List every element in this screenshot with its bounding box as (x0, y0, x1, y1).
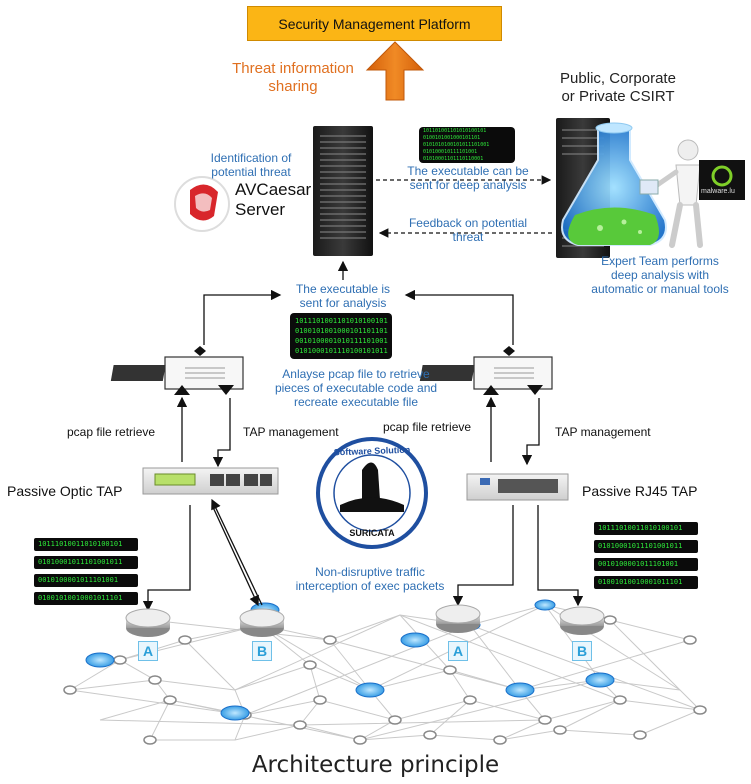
feedback-line1: Feedback on potential (408, 216, 528, 230)
non-disruptive-label: Non-disruptive traffic interception of e… (290, 565, 450, 593)
passive-optic-tap-label: Passive Optic TAP (7, 483, 123, 499)
binary-left-line: 10111010011010100101 (34, 538, 138, 551)
avcaesar-logo-icon (174, 176, 230, 232)
server-label: AVCaesar Server (235, 180, 311, 220)
malware-logo-text: malware.lu (701, 188, 735, 195)
server-line2: Server (235, 200, 286, 219)
sent-line1: The executable is (295, 282, 391, 296)
suricata-logo-icon (316, 437, 428, 549)
right-feed-line (404, 289, 514, 345)
threat-sharing-arrow (365, 41, 425, 101)
non-disruptive-line1: Non-disruptive traffic (315, 565, 425, 579)
security-management-platform-box: Security Management Platform (247, 6, 502, 41)
binary-center-line: 1011101001101010100101 (295, 317, 388, 325)
anlayse-line2: pieces of executable code and (274, 381, 438, 395)
left-pcap-label: pcap file retrieve (67, 425, 156, 439)
anlayse-label: Anlayse pcap file to retrieve pieces of … (262, 367, 450, 409)
threat-sharing-line2: sharing (268, 78, 318, 95)
binary-left-line: 01001010010001011101 (34, 592, 138, 605)
non-disruptive-line2: interception of exec packets (295, 579, 445, 593)
deep-analysis-line2: sent for deep analysis (409, 178, 527, 192)
anlayse-line1: Anlayse pcap file to retrieve (282, 367, 430, 381)
binary-top-line: 0101010100101011101001 (423, 142, 490, 148)
anlayse-line3: recreate executable file (293, 395, 419, 409)
right-pcap-label: pcap file retrieve (383, 420, 472, 434)
binary-right-line: 10111010011010100101 (594, 522, 698, 535)
binary-top-line: 010100010111101001 (423, 149, 478, 155)
router-label-b-right: B (572, 641, 592, 661)
left-feed-line (203, 289, 282, 345)
binary-left-line: 0010100001011101001 (34, 574, 138, 587)
binary-center-line: 0101000101110100101011 (295, 347, 388, 355)
binary-right-line: 01001010010001011101 (594, 576, 698, 589)
csirt-label: Public, Corporate or Private CSIRT (543, 70, 693, 106)
right-probe-device (419, 346, 553, 395)
feedback-line2: threat (452, 230, 484, 244)
identification-label: Identification of potential threat (198, 151, 304, 179)
router-label-b-left: B (252, 641, 272, 661)
passive-optic-tap-device (142, 467, 279, 495)
sent-for-analysis-label: The executable is sent for analysis (283, 282, 403, 310)
passive-rj45-tap-device (466, 473, 569, 501)
left-probe-device (110, 346, 244, 395)
feedback-label: Feedback on potential threat (392, 216, 544, 244)
binary-right-line: 01010001011101001011 (594, 540, 698, 553)
binary-center-line: 0100101001000101101101 (295, 327, 388, 335)
csirt-lab-icon (556, 118, 667, 258)
analyst-figure-icon (639, 139, 703, 248)
expert-line2: deep analysis with (610, 268, 710, 282)
binary-block-right: 10111010011010100101 0101000101110100101… (594, 522, 698, 589)
deep-analysis-line1: The executable can be (407, 164, 529, 178)
sent-line2: sent for analysis (299, 296, 387, 310)
identification-line1: Identification of (210, 151, 292, 165)
right-tap-management-label: TAP management (555, 425, 651, 439)
server-rack-icon (313, 126, 373, 256)
deep-analysis-label: The executable can be sent for deep anal… (392, 164, 544, 192)
binary-block-center: 1011101001101010100101 01001010010001011… (290, 313, 392, 359)
threat-sharing-line1: Threat information (232, 60, 354, 77)
left-tap-management-label: TAP management (243, 425, 339, 439)
binary-block-top: 101101001101010100101 010010100100010110… (419, 127, 515, 163)
binary-top-line: 01010001101110110001 (423, 156, 484, 162)
binary-block-left: 10111010011010100101 0101000101110100101… (34, 538, 138, 605)
csirt-line1: Public, Corporate (560, 70, 676, 87)
binary-center-line: 0010100001010111101001 (295, 337, 388, 345)
router-label-a-right: A (448, 641, 468, 661)
server-line1: AVCaesar (235, 180, 312, 199)
binary-left-line: 01010001011101001011 (34, 556, 138, 569)
csirt-line2: or Private CSIRT (561, 88, 675, 105)
binary-right-line: 0010100001011101001 (594, 558, 698, 571)
figure-caption: Architecture principle (251, 752, 500, 778)
identification-line2: potential threat (211, 165, 291, 179)
suricata-bottom-text: SURICATA (349, 528, 395, 538)
expert-team-label: Expert Team performs deep analysis with … (570, 254, 750, 296)
threat-sharing-label: Threat information sharing (218, 60, 368, 96)
passive-rj45-tap-label: Passive RJ45 TAP (582, 483, 698, 499)
router-icons (125, 604, 605, 637)
expert-line3: automatic or manual tools (591, 282, 729, 296)
router-label-a-left: A (138, 641, 158, 661)
binary-top-line: 0100101001000101101 (423, 135, 481, 141)
expert-line1: Expert Team performs (601, 254, 719, 268)
binary-top-line: 101101001101010100101 (423, 128, 487, 134)
